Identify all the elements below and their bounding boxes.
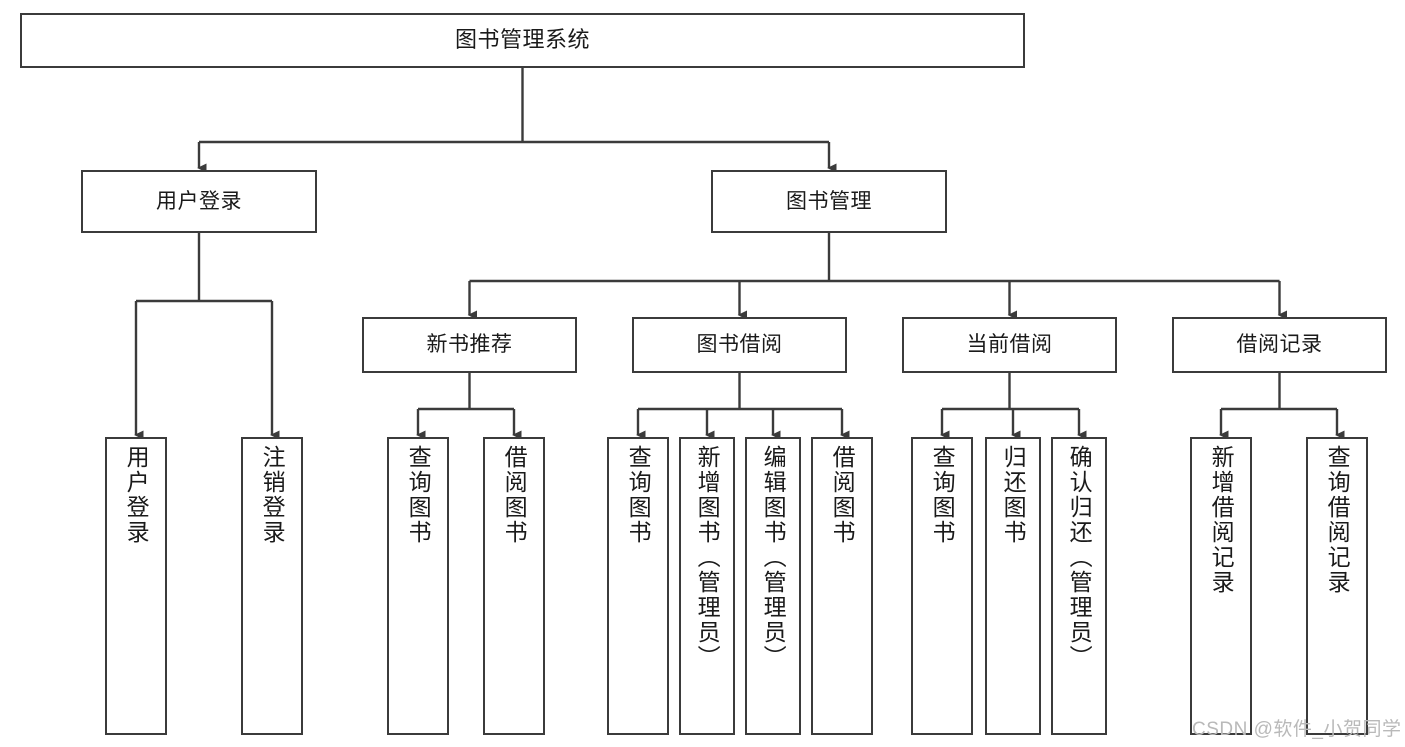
node-leaf-add-record[interactable]: 新增借阅记录 — [1190, 437, 1252, 735]
node-label: 用户登录 — [123, 445, 150, 545]
node-label: 图书管理 — [786, 189, 872, 213]
node-leaf-borrow-book-2[interactable]: 借阅图书 — [811, 437, 873, 735]
csdn-watermark: CSDN @软件_小贺同学 — [1192, 719, 1402, 740]
node-leaf-return-book[interactable]: 归还图书 — [985, 437, 1041, 735]
node-label: 归还图书 — [1000, 445, 1027, 545]
node-leaf-edit-book[interactable]: 编辑图书（管理员） — [745, 437, 801, 735]
node-label: 查询图书 — [625, 445, 652, 545]
node-new-book-rec[interactable]: 新书推荐 — [362, 317, 577, 373]
node-label: 查询借阅记录 — [1324, 445, 1351, 595]
node-leaf-add-book[interactable]: 新增图书（管理员） — [679, 437, 735, 735]
node-label: 用户登录 — [156, 189, 242, 213]
node-label: 新增借阅记录 — [1208, 445, 1235, 595]
node-leaf-query-book-3[interactable]: 查询图书 — [911, 437, 973, 735]
node-leaf-confirm-return[interactable]: 确认归还（管理员） — [1051, 437, 1107, 735]
node-label: 图书管理系统 — [454, 27, 590, 53]
node-label: 查询图书 — [929, 445, 956, 545]
node-leaf-user-login[interactable]: 用户登录 — [105, 437, 167, 735]
node-borrow-record[interactable]: 借阅记录 — [1172, 317, 1387, 373]
node-leaf-borrow-book-1[interactable]: 借阅图书 — [483, 437, 545, 735]
node-label: 借阅图书 — [501, 445, 528, 545]
node-user-login[interactable]: 用户登录 — [81, 170, 317, 233]
node-label: 图书借阅 — [696, 333, 783, 357]
node-current-borrow[interactable]: 当前借阅 — [902, 317, 1117, 373]
node-leaf-query-book-1[interactable]: 查询图书 — [387, 437, 449, 735]
node-label: 新书推荐 — [426, 333, 513, 357]
node-label: 新增图书（管理员） — [694, 445, 721, 670]
node-book-borrow[interactable]: 图书借阅 — [632, 317, 847, 373]
node-leaf-user-logout[interactable]: 注销登录 — [241, 437, 303, 735]
node-label: 借阅图书 — [829, 445, 856, 545]
node-leaf-query-book-2[interactable]: 查询图书 — [607, 437, 669, 735]
node-label: 编辑图书（管理员） — [760, 445, 787, 670]
node-leaf-query-record[interactable]: 查询借阅记录 — [1306, 437, 1368, 735]
node-root[interactable]: 图书管理系统 — [20, 13, 1025, 68]
node-label: 借阅记录 — [1236, 333, 1323, 357]
node-label: 查询图书 — [405, 445, 432, 545]
node-label: 当前借阅 — [966, 333, 1053, 357]
node-label: 确认归还（管理员） — [1066, 445, 1093, 670]
node-label: 注销登录 — [259, 445, 286, 545]
node-book-manage[interactable]: 图书管理 — [711, 170, 947, 233]
